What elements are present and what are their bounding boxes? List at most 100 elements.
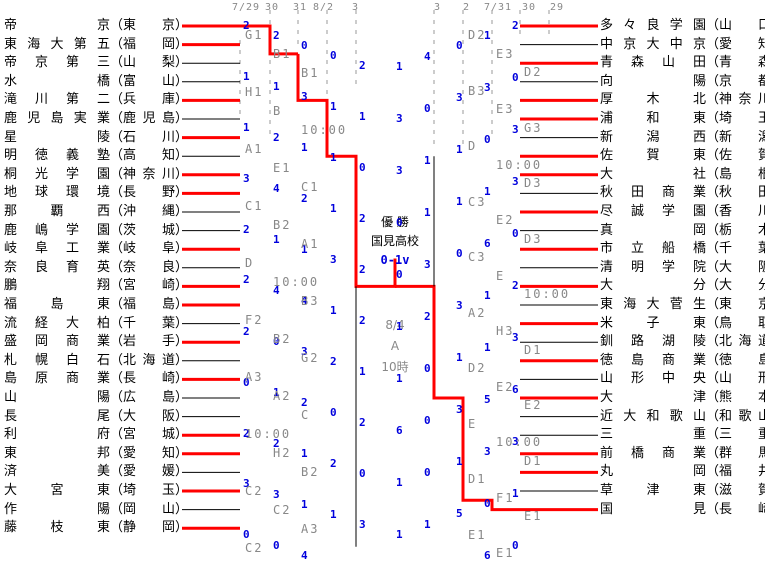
venue-label-left-26: A3	[301, 522, 320, 536]
team-left-16: 流 経 大 柏（千 葉）	[4, 315, 188, 333]
venue-label-left-12: D	[245, 256, 255, 270]
team-name: 厚 木 北	[600, 92, 706, 108]
team-prefecture: （和 歌 山）	[706, 408, 765, 424]
score-right-49: 1	[396, 528, 403, 541]
team-right-20: 大 津（熊 本）	[600, 389, 765, 407]
score-right-41: 3	[484, 445, 491, 458]
score-right-34: 1	[396, 372, 403, 385]
venue-label-left-25: C2	[273, 503, 292, 517]
score-right-14: 3	[396, 164, 403, 177]
team-prefecture: （佐 賀）	[706, 148, 765, 164]
team-name: 尽 誠 学 園	[600, 204, 706, 219]
venue-label-right-27: E1	[468, 527, 487, 542]
team-right-21: 近 大 和 歌 山（和 歌 山）	[600, 408, 765, 426]
score-right-10: 3	[512, 123, 519, 136]
team-prefecture: （山 梨）	[110, 55, 189, 71]
score-right-1: 1	[484, 29, 491, 42]
date-left-3: 8/2	[313, 2, 335, 13]
team-prefecture: （広 島）	[110, 390, 189, 405]
team-left-24: 済 美（愛 媛）	[4, 463, 188, 481]
venue-label-left-15: F2	[245, 313, 264, 327]
team-name: 国 見	[600, 501, 706, 517]
team-prefecture: （東 京）	[110, 18, 189, 33]
team-prefecture: （宮 崎）	[110, 278, 189, 294]
team-right-7: 佐 賀 東（佐 賀）	[600, 147, 765, 165]
venue-label-left-6: A1	[245, 142, 264, 156]
team-name: 那 覇 西	[4, 204, 110, 219]
venue-label-left-11: A1	[301, 237, 320, 251]
team-left-8: 桐 光 学 園（神 奈 川）	[4, 166, 188, 184]
date-left-1: 30	[265, 2, 280, 13]
venue-label-right-19: E2	[496, 379, 515, 394]
team-prefecture: （新 潟）	[706, 129, 765, 145]
venue-label-right-0: D2	[468, 28, 487, 42]
score-right-0: 2	[512, 19, 519, 32]
team-left-12: 岐 阜 工 業（岐 阜）	[4, 240, 188, 258]
score-right-4: 1	[396, 60, 403, 73]
score-right-45: 1	[512, 487, 519, 500]
team-prefecture: （長 崎）	[110, 371, 189, 387]
team-prefecture: （岡 山）	[110, 501, 189, 517]
venue-label-left-2: B1	[301, 66, 320, 80]
team-left-20: 山 陽（広 島）	[4, 389, 189, 407]
team-name: 多 々 良 学 園	[600, 18, 706, 33]
team-name: 水 橋	[4, 73, 110, 89]
team-prefecture: （鹿 児 島）	[110, 111, 189, 126]
score-left-25: 2	[243, 273, 250, 286]
team-right-17: 釧 路 湖 陵（北 海 道）	[600, 333, 765, 351]
venue-label-left-24: C2	[245, 484, 264, 498]
team-right-16: 米 子 東（鳥 取）	[600, 315, 765, 333]
team-name: 青 森 山 田	[600, 55, 706, 71]
team-left-5: 鹿 児 島 実 業（鹿 児 島）	[4, 110, 189, 128]
score-left-32: 3	[301, 345, 308, 358]
score-right-31: 1	[484, 341, 491, 354]
team-name: 草 津 東	[600, 483, 706, 498]
score-right-24: 0	[396, 268, 403, 281]
team-prefecture: （神 奈 川）	[706, 92, 765, 108]
score-left-19: 2	[359, 212, 366, 225]
score-left-39: 2	[359, 416, 366, 429]
team-name: 佐 賀 東	[600, 148, 706, 164]
team-prefecture: （愛 知）	[706, 36, 765, 52]
score-left-15: 3	[243, 172, 250, 185]
team-right-11: 真 岡（栃 木）	[600, 222, 765, 240]
team-left-21: 長 尾（大 阪）	[4, 408, 188, 426]
team-left-22: 利 府（宮 城）	[4, 426, 188, 444]
venue-label-right-25: F1	[496, 490, 515, 505]
score-left-37: 2	[301, 396, 308, 409]
venue-label-left-4: B	[273, 104, 283, 118]
score-left-1: 2	[273, 29, 280, 42]
score-left-2: 0	[301, 39, 308, 52]
team-name: 流 経 大 柏	[4, 315, 110, 331]
team-prefecture: （高 知）	[110, 148, 189, 164]
score-left-27: 4	[301, 294, 308, 307]
team-right-9: 秋 田 商 業（秋 田）	[600, 184, 765, 202]
score-left-22: 1	[301, 243, 308, 256]
team-name: 米 子 東	[600, 315, 706, 331]
team-prefecture: （愛 知）	[110, 445, 189, 461]
date-left-2: 31	[293, 2, 308, 13]
team-name: 秋 田 商 業	[600, 185, 706, 201]
venue-label-right-14: 10:00	[524, 287, 571, 301]
score-left-24: 2	[359, 263, 366, 276]
team-prefecture: （福 岡）	[110, 36, 189, 52]
score-left-48: 1	[330, 508, 337, 521]
team-prefecture: （島 根）	[706, 166, 765, 182]
team-name: 鵬 翔	[4, 278, 110, 294]
score-right-2: 0	[456, 39, 463, 52]
score-left-21: 1	[273, 233, 280, 246]
score-left-12: 1	[301, 141, 308, 154]
team-prefecture: （沖 縄）	[110, 204, 189, 219]
team-prefecture: （埼 玉）	[110, 483, 189, 498]
team-prefecture: （三 重）	[706, 427, 765, 443]
team-name: 清 明 学 院	[600, 259, 706, 275]
score-right-32: 1	[456, 351, 463, 364]
team-prefecture: （滋 賀）	[706, 483, 765, 498]
venue-label-right-13: E	[496, 268, 506, 283]
score-right-47: 5	[456, 507, 463, 520]
team-prefecture: （福 井）	[706, 464, 765, 480]
team-prefecture: （長 野）	[110, 185, 189, 201]
team-right-26: 国 見（長 崎）	[600, 501, 765, 519]
team-left-0: 帝 京（東 京）	[4, 17, 189, 35]
venue-label-left-21: 10:00	[245, 427, 292, 441]
